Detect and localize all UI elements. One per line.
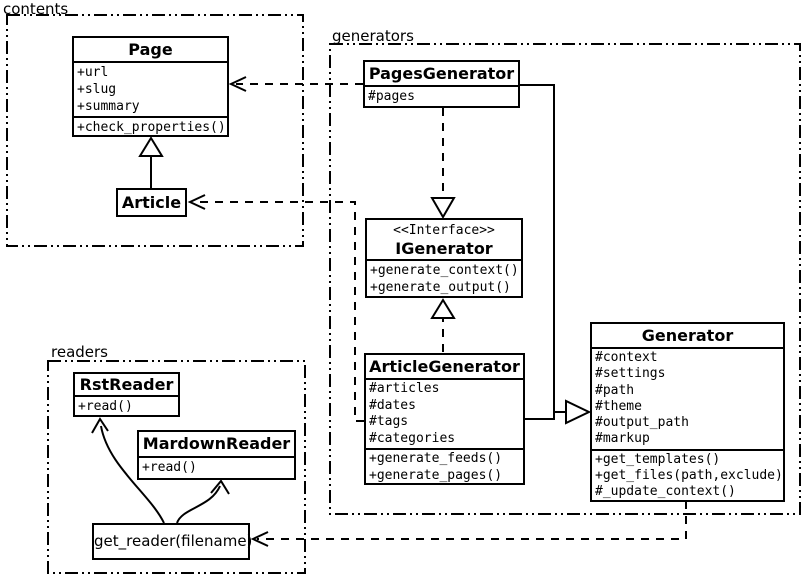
class-generator-methods: +get_templates() +get_files(path,exclude… (592, 448, 783, 500)
class-article-generator-title: ArticleGenerator (369, 357, 520, 376)
attribute: +url (77, 65, 109, 80)
method: +generate_output() (370, 280, 511, 295)
edge-getreader-returns-rstreader (91, 417, 165, 524)
package-contents-border (6, 14, 304, 247)
class-igenerator-methods: +generate_context() +generate_output() (367, 259, 521, 296)
class-rst-reader: RstReader +read() (73, 372, 180, 417)
class-pages-generator-attributes: #pages (365, 85, 518, 106)
method: +generate_pages() (369, 467, 503, 483)
class-mardown-reader-methods: +read() (139, 456, 294, 477)
class-igenerator: <<Interface>> IGenerator +generate_conte… (365, 218, 523, 298)
method: +generate_feeds() (369, 451, 503, 466)
edge-generator-uses-getreader (250, 501, 687, 547)
edge-pagesgenerator-implements-igenerator (430, 108, 456, 219)
attribute: #settings (595, 366, 666, 382)
method: #_update_context() (595, 484, 736, 500)
attribute: #output_path (595, 415, 689, 431)
class-mardown-reader-title: MardownReader (142, 434, 291, 453)
class-page-attributes: +url +slug +summary (74, 61, 227, 116)
method: +read() (142, 460, 197, 475)
class-igenerator-title: <<Interface>> IGenerator (367, 220, 521, 259)
class-generator-attributes: #context #settings #path #theme #output_… (592, 347, 783, 449)
attribute: #tags (369, 414, 409, 429)
class-article: Article (116, 188, 187, 217)
stereotype-interface: <<Interface>> (393, 223, 495, 238)
edge-generators-inherit-generator (520, 84, 592, 425)
class-page-title: Page (128, 40, 173, 59)
package-readers-border (47, 360, 306, 574)
attribute: +slug (77, 82, 117, 97)
class-igenerator-name: IGenerator (395, 239, 493, 258)
edge-pagesgenerator-uses-page (228, 76, 363, 92)
class-page: Page +url +slug +summary +check_properti… (72, 36, 229, 137)
function-get-reader: get_reader(filename) (92, 523, 252, 560)
method: +get_templates() (595, 451, 721, 467)
package-generators-label: generators (332, 27, 414, 45)
method: +get_files(path,exclude) (595, 468, 783, 484)
class-article-title: Article (121, 193, 182, 212)
package-contents-label: contents (3, 0, 69, 18)
method: +generate_context() (370, 263, 519, 278)
attribute: #pages (368, 89, 415, 104)
edge-getreader-returns-mardownreader (176, 479, 230, 524)
class-article-generator: ArticleGenerator #articles #dates #tags … (364, 353, 525, 485)
class-page-methods: +check_properties() (74, 116, 227, 135)
class-rst-reader-title: RstReader (79, 375, 174, 394)
attribute: #categories (369, 430, 456, 446)
attribute: #context (595, 350, 658, 365)
attribute: +summary (77, 99, 140, 114)
edge-article-inherits-page (138, 136, 164, 188)
class-rst-reader-methods: +read() (75, 395, 178, 415)
class-generator-title: Generator (641, 326, 734, 345)
package-readers-label: readers (51, 343, 108, 361)
method: +read() (78, 399, 133, 414)
attribute: #articles (369, 381, 440, 396)
attribute: #path (595, 382, 635, 398)
class-article-generator-methods: +generate_feeds() +generate_pages() (366, 448, 523, 483)
class-pages-generator-title: PagesGenerator (368, 64, 515, 83)
class-pages-generator: PagesGenerator #pages (363, 60, 520, 108)
class-mardown-reader: MardownReader +read() (137, 430, 296, 480)
method: +check_properties() (77, 120, 226, 135)
class-article-generator-attributes: #articles #dates #tags #categories (366, 378, 523, 448)
attribute: #dates (369, 397, 416, 413)
attribute: #markup (595, 431, 650, 447)
class-generator: Generator #context #settings #path #them… (590, 322, 785, 502)
edge-articlegenerator-implements-igenerator (430, 298, 456, 352)
attribute: #theme (595, 398, 642, 414)
edge-articlegenerator-uses-article (187, 194, 364, 422)
package-generators-border (329, 43, 801, 515)
